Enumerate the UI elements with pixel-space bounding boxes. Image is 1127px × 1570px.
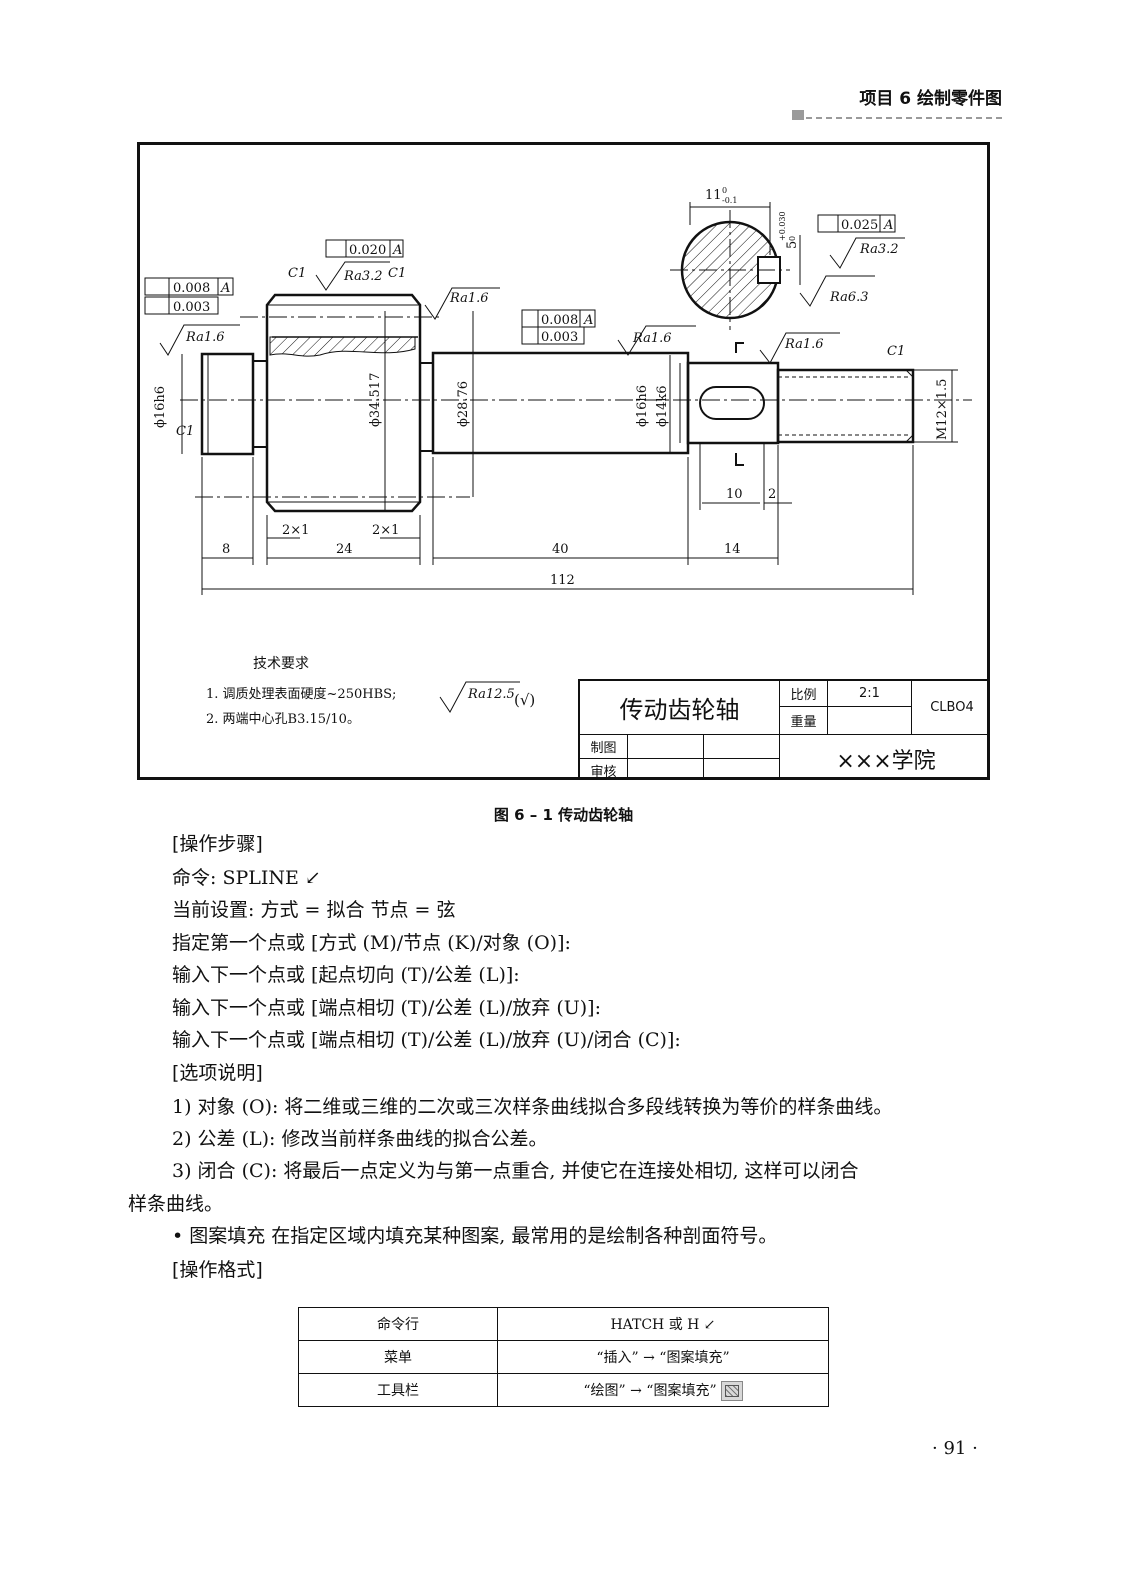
body-line: 当前设置: 方式 = 拟合 节点 = 弦 bbox=[172, 899, 456, 921]
table-row: 命令行 HATCH 或 H ↙ bbox=[298, 1307, 829, 1341]
svg-text:Ra3.2: Ra3.2 bbox=[343, 269, 383, 284]
tol-left-runout: 0.008 bbox=[173, 281, 210, 296]
heading-format: [操作格式] bbox=[172, 1259, 263, 1281]
roughness-mark bbox=[829, 237, 905, 269]
body-line: 输入下一个点或 [起点切向 (T)/公差 (L)]: bbox=[172, 964, 520, 986]
svg-text:0.020: 0.020 bbox=[349, 243, 386, 258]
figure-caption: 图 6 – 1 传动齿轮轴 bbox=[493, 806, 634, 824]
tech-requirements-title: 技术要求 bbox=[253, 656, 309, 672]
page-number: · 91 · bbox=[932, 1438, 978, 1459]
svg-text:2×1: 2×1 bbox=[372, 523, 399, 538]
body-line: 输入下一个点或 [端点相切 (T)/公差 (L)/放弃 (U)/闭合 (C)]: bbox=[172, 1029, 681, 1051]
svg-text:ϕ14k6: ϕ14k6 bbox=[655, 385, 670, 427]
svg-text:Ra3.2: Ra3.2 bbox=[859, 242, 899, 257]
body-line: 命令: SPLINE ↙ bbox=[172, 867, 321, 889]
svg-text:Ra1.6: Ra1.6 bbox=[449, 291, 489, 306]
svg-text:-0.1: -0.1 bbox=[722, 196, 737, 205]
left-shaft-segment bbox=[200, 352, 255, 456]
roughness-mark bbox=[617, 325, 696, 356]
table-row: 工具栏 “绘图” → “图案填充” bbox=[298, 1373, 829, 1407]
svg-text:8: 8 bbox=[222, 542, 230, 557]
svg-text:0.025: 0.025 bbox=[841, 218, 878, 233]
roughness-mark bbox=[315, 261, 390, 291]
body-line: 样条曲线。 bbox=[128, 1193, 224, 1215]
body-line: 2) 公差 (L): 修改当前样条曲线的拟合公差。 bbox=[172, 1128, 548, 1150]
svg-text:(√): (√) bbox=[514, 691, 535, 709]
svg-text:10: 10 bbox=[726, 487, 743, 502]
svg-text:ϕ16h6: ϕ16h6 bbox=[635, 385, 650, 427]
svg-text:Ra1.6: Ra1.6 bbox=[632, 331, 672, 346]
running-header: 项目 6 绘制零件图 bbox=[790, 84, 1002, 124]
svg-text:M12×1.5: M12×1.5 bbox=[935, 379, 950, 440]
svg-text:ϕ28.76: ϕ28.76 bbox=[456, 381, 471, 427]
svg-text:A: A bbox=[392, 243, 402, 258]
svg-text:0: 0 bbox=[722, 186, 727, 195]
svg-text:40: 40 bbox=[552, 542, 569, 557]
svg-text:ϕ16h6: ϕ16h6 bbox=[153, 386, 168, 428]
roughness-mark bbox=[759, 332, 840, 364]
svg-text:A: A bbox=[583, 313, 593, 328]
svg-text:C1: C1 bbox=[388, 266, 406, 281]
body-line: • 图案填充 在指定区域内填充某种图案, 最常用的是绘制各种剖面符号。 bbox=[172, 1225, 778, 1247]
svg-text:0: 0 bbox=[788, 236, 797, 241]
svg-text:2×1: 2×1 bbox=[282, 523, 309, 538]
svg-text:A: A bbox=[220, 281, 230, 296]
body-line: 输入下一个点或 [端点相切 (T)/公差 (L)/放弃 (U)]: bbox=[172, 997, 601, 1019]
svg-text:2: 2 bbox=[768, 487, 776, 502]
tech-requirement-1: 1. 调质处理表面硬度~250HBS; bbox=[206, 687, 397, 702]
gear-body bbox=[265, 293, 422, 513]
title-block: 传动齿轮轴 比例 2:1 重量 CLBO4 制图 审核 ×××学院 bbox=[578, 679, 987, 777]
command-table: 命令行 HATCH 或 H ↙ 菜单 “插入” → “图案填充” 工具栏 “绘图… bbox=[298, 1307, 829, 1407]
svg-text:112: 112 bbox=[550, 573, 575, 588]
part-name: 传动齿轮轴 bbox=[580, 681, 780, 735]
svg-text:5: 5 bbox=[785, 241, 800, 249]
roughness-mark bbox=[159, 324, 240, 356]
technical-drawing: 0.008 A 0.003 0.020 A 0.008 A 0.003 0.02… bbox=[137, 142, 990, 780]
svg-text:Ra12.5: Ra12.5 bbox=[467, 687, 515, 702]
drawing-geometry: 0.008 A 0.003 0.020 A 0.008 A 0.003 0.02… bbox=[144, 186, 972, 713]
svg-text:C1: C1 bbox=[887, 344, 905, 359]
tech-requirement-2: 2. 两端中心孔B3.15/10。 bbox=[206, 712, 360, 727]
roughness-mark bbox=[439, 681, 520, 713]
header-rule bbox=[790, 110, 1002, 120]
drawing-code: CLBO4 bbox=[912, 681, 987, 735]
svg-text:A: A bbox=[883, 218, 893, 233]
keyway-slot bbox=[699, 386, 765, 420]
body-line: 1) 对象 (O): 将二维或三维的二次或三次样条曲线拟合多段线转换为等价的样条… bbox=[172, 1096, 893, 1118]
table-row: 菜单 “插入” → “图案填充” bbox=[298, 1340, 829, 1374]
hatch-icon bbox=[720, 1380, 743, 1401]
svg-text:11: 11 bbox=[705, 188, 722, 203]
svg-text:C1: C1 bbox=[288, 266, 306, 281]
body-line: 3) 闭合 (C): 将最后一点定义为与第一点重合, 并使它在连接处相切, 这样… bbox=[172, 1160, 859, 1182]
svg-text:C1: C1 bbox=[176, 424, 194, 439]
svg-text:ϕ34.517: ϕ34.517 bbox=[368, 373, 383, 427]
svg-text:0.008: 0.008 bbox=[541, 313, 578, 328]
body-line: 指定第一个点或 [方式 (M)/节点 (K)/对象 (O)]: bbox=[172, 932, 571, 954]
svg-text:0.003: 0.003 bbox=[173, 300, 210, 315]
heading-steps: [操作步骤] bbox=[172, 833, 263, 855]
svg-text:+0.030: +0.030 bbox=[778, 211, 787, 241]
svg-text:Ra1.6: Ra1.6 bbox=[784, 337, 824, 352]
svg-text:Ra1.6: Ra1.6 bbox=[185, 330, 225, 345]
svg-text:14: 14 bbox=[724, 542, 741, 557]
svg-text:24: 24 bbox=[336, 542, 353, 557]
heading-options: [选项说明] bbox=[172, 1062, 263, 1084]
header-title: 项目 6 绘制零件图 bbox=[859, 89, 1002, 109]
roughness-mark bbox=[424, 287, 500, 320]
roughness-mark bbox=[799, 275, 875, 307]
svg-text:0.003: 0.003 bbox=[541, 330, 578, 345]
svg-text:Ra6.3: Ra6.3 bbox=[829, 290, 869, 305]
school-name: ×××学院 bbox=[780, 735, 987, 777]
thread-segment bbox=[776, 368, 915, 444]
